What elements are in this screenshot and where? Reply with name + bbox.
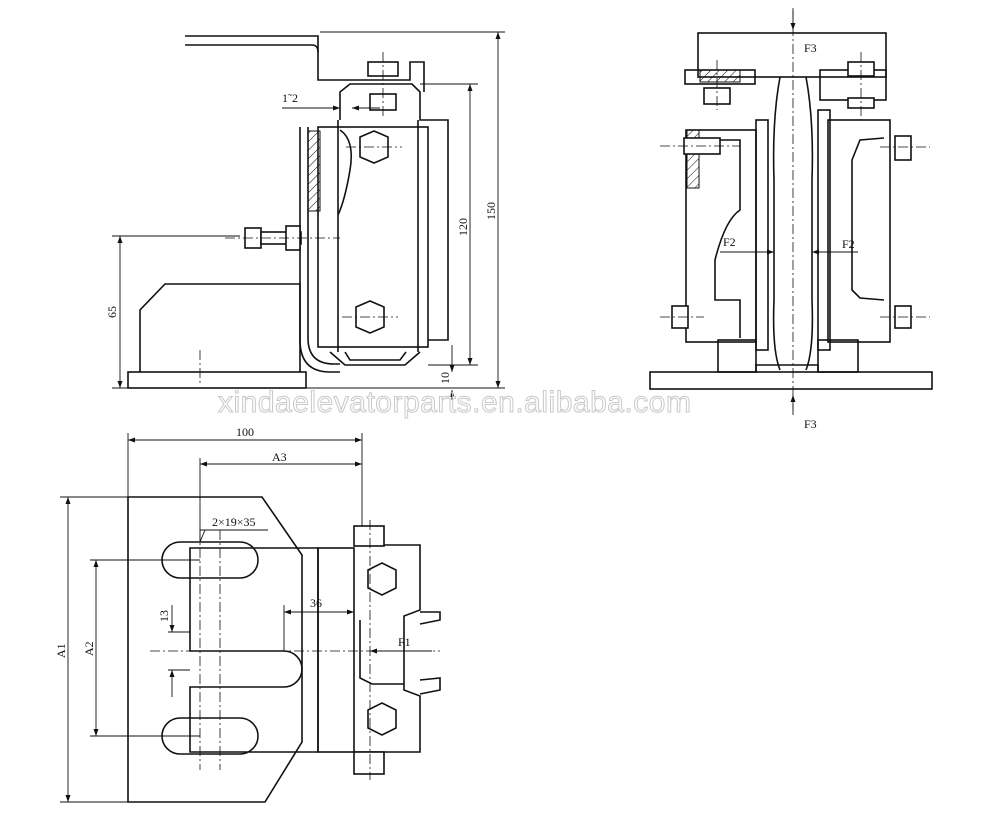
label-1x2: 1˜2 <box>282 91 298 105</box>
label-36: 36 <box>310 596 322 610</box>
label-a1: A1 <box>54 643 68 658</box>
cap-plate <box>185 35 350 81</box>
lower-slot <box>161 717 259 755</box>
watermark: xindaelevatorparts.en.alibaba.com <box>218 386 691 419</box>
label-150: 150 <box>484 202 498 220</box>
bottom-clip <box>329 351 421 366</box>
dimension-labels: 1˜2 120 150 65 10 100 A3 2×19×35 13 36 A… <box>54 41 855 658</box>
side-view <box>112 31 505 400</box>
label-f3-top: F3 <box>804 41 817 55</box>
label-65: 65 <box>105 306 119 318</box>
top-view <box>60 433 441 803</box>
label-10: 10 <box>438 372 452 384</box>
label-13: 13 <box>157 610 171 622</box>
foot-block <box>139 283 301 372</box>
label-100: 100 <box>236 425 254 439</box>
u-channel <box>189 547 319 753</box>
top-retainer <box>339 83 449 341</box>
label-120: 120 <box>456 218 470 236</box>
top-view-upper-bolt <box>367 562 397 596</box>
guide-rail <box>772 76 781 371</box>
front-view <box>649 8 933 415</box>
label-f2-left: F2 <box>723 235 736 249</box>
top-view-shoe <box>317 547 355 753</box>
front-top-cap <box>697 32 887 78</box>
base-plate <box>127 371 307 389</box>
top-view-lower-bolt <box>367 702 397 736</box>
vertical-bracket <box>299 127 340 373</box>
label-slot: 2×19×35 <box>212 515 256 529</box>
label-f3-bottom: F3 <box>804 417 817 431</box>
shoe-body <box>317 126 429 348</box>
hatched-liner <box>307 130 321 212</box>
front-base-plate <box>649 371 933 390</box>
right-shoe <box>827 119 891 343</box>
label-a2: A2 <box>82 641 96 656</box>
label-f1: F1 <box>398 635 411 649</box>
label-a3: A3 <box>272 450 287 464</box>
label-f2-right: F2 <box>842 237 855 251</box>
